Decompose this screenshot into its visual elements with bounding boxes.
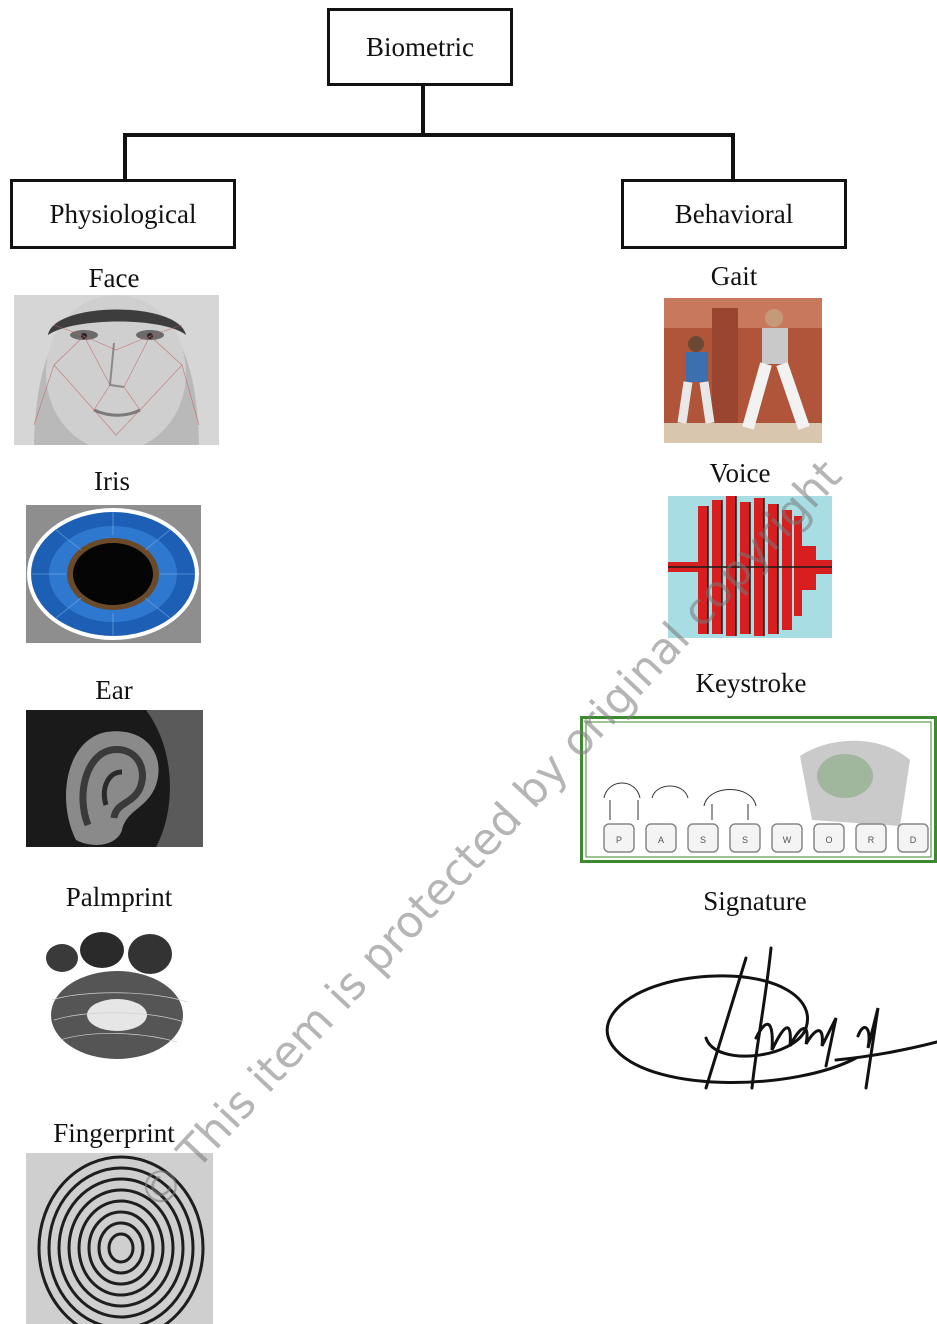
fingerprint-photo-icon [26,1153,213,1324]
keystroke-label: Keystroke [676,668,826,699]
gait-label: Gait [684,261,784,292]
iris-label: Iris [62,466,162,497]
signature-label: Signature [680,886,830,917]
ear-label: Ear [64,675,164,706]
keystroke-key-label: S [742,835,748,845]
keystroke-key-label: D [910,835,917,845]
ear-photo-icon [26,710,203,847]
fingerprint-label: Fingerprint [34,1118,194,1149]
biometric-root-label: Biometric [366,32,474,63]
gait-photo-icon [664,298,822,443]
keystroke-key-label: O [825,835,832,845]
face-label: Face [64,263,164,294]
behavioral-node: Behavioral [621,179,847,249]
face-photo-icon [14,295,219,445]
behavioral-label: Behavioral [675,199,793,230]
keystroke-key-label: R [868,835,875,845]
keystroke-key-label: W [783,835,792,845]
palmprint-photo-icon [42,930,192,1065]
physiological-node: Physiological [10,179,236,249]
biometric-root-node: Biometric [327,8,513,86]
physiological-label: Physiological [50,199,197,230]
keystroke-key-label: S [700,835,706,845]
keystroke-key-label: P [616,835,622,845]
iris-photo-icon [26,505,201,643]
voice-label: Voice [690,458,790,489]
signature-drawing-icon [596,938,937,1100]
palmprint-label: Palmprint [44,882,194,913]
keystroke-key-label: A [658,835,664,845]
voice-waveform-icon [668,496,832,638]
